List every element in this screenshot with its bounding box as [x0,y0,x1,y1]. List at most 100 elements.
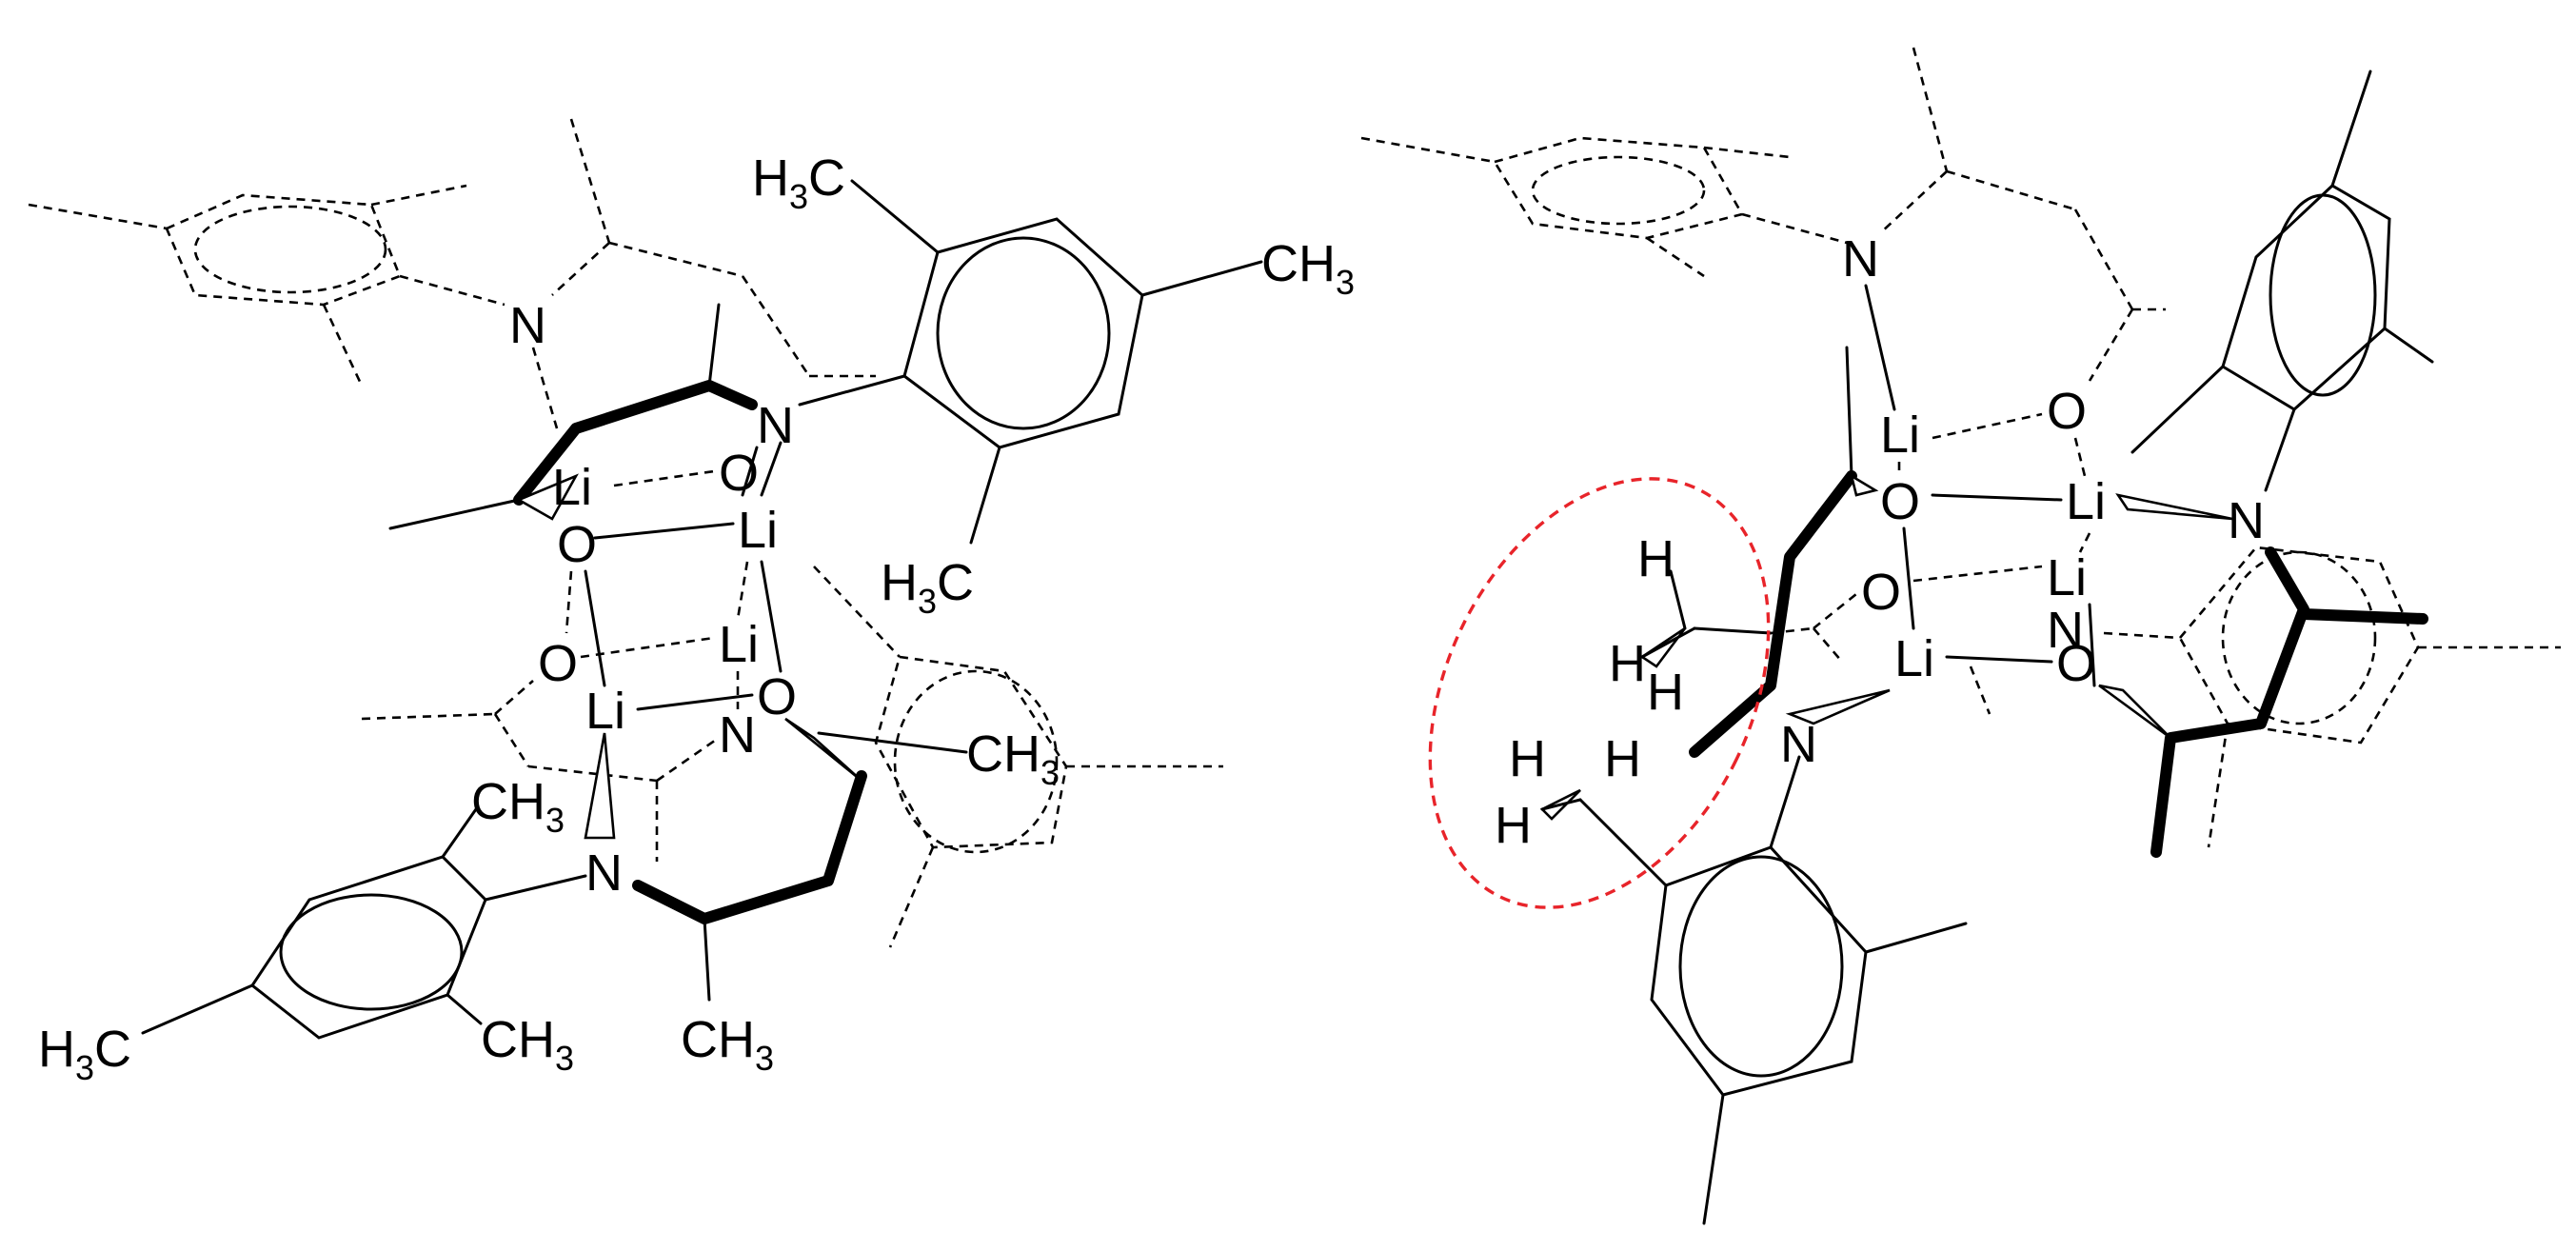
methyl-label: CH3 [471,773,565,840]
atom-o: O [557,516,597,573]
bond [551,242,610,296]
bond [798,374,906,407]
wedge-bond [516,473,579,521]
bond [2078,532,2091,553]
methyl-label: H3C [752,149,845,216]
right-mesityl-top [2130,70,2434,492]
atom-li: Li [1880,407,1920,464]
bond [736,561,749,620]
atom-n: N [2047,602,2084,659]
wedge-bond [2098,684,2171,740]
atom-n: N [719,706,756,764]
bond [2088,308,2134,382]
methyl-label: H3C [881,554,974,621]
atom-li: Li [585,683,625,740]
left-top-dashed-aryl [28,184,505,387]
bond [580,636,715,659]
left-mesityl-bottom [141,807,487,1040]
wedge-bond [1849,473,1879,497]
bond [656,736,720,783]
bond [2088,603,2096,687]
bond [1864,284,1896,411]
bold-bond [2298,608,2428,625]
bond [1931,493,2063,502]
atom-o: O [757,668,797,725]
bond [1912,47,1949,172]
bond [1945,655,2053,664]
bond [608,241,743,278]
bond [1912,565,2043,583]
atom-n: N [1842,230,1879,288]
methyl-label: CH3 [681,1011,774,1078]
atom-n: N [1780,716,1817,773]
bold-backbone [513,380,758,506]
wedge-bond [2115,493,2233,521]
bond [493,713,530,767]
bond [388,498,521,530]
atom-h: H [1647,664,1684,721]
methyl-label: CH3 [1261,235,1355,302]
bond [1693,626,1773,635]
bond [1946,169,2076,211]
right-lower-dashed-aryl [2103,546,2561,848]
atom-h: H [1609,635,1646,692]
right-structure: N Li O O Li N Li O N Li O N [1360,47,2561,1225]
bond [2073,437,2087,477]
atom-n: N [2228,492,2265,549]
atom-li: Li [2047,549,2087,606]
bond [1640,626,1696,659]
bond [1540,798,1582,811]
bond [1879,170,1948,234]
bond [1902,526,1915,630]
left-lower-dashed-aryl [813,566,1223,948]
atom-h: H [1637,530,1674,587]
bond [760,560,783,673]
bond [1669,569,1687,630]
bond [707,303,721,387]
methyl-label: CH3 [481,1011,574,1078]
atom-h: H [1495,797,1532,854]
wedge-bond [784,717,862,783]
atom-o: O [2056,635,2096,692]
wedge-bond [1639,626,1687,668]
atom-o: O [1880,473,1920,530]
bond [636,693,754,711]
atom-o: O [538,635,578,692]
atom-o: O [2047,383,2087,440]
wedge-bond [1785,688,1891,725]
highlight-ellipse [1428,477,1771,909]
bond [584,569,606,687]
bond [484,874,587,902]
bond [1845,346,1853,478]
bond [613,469,715,487]
bond [817,731,968,754]
atom-o: O [719,445,759,502]
bond [593,522,735,540]
bond [1813,627,1843,663]
bond [2073,208,2134,310]
bond [741,446,759,497]
bold-backbone [2150,546,2309,858]
bond [527,764,658,783]
atom-li: Li [2066,473,2106,530]
atom-n: N [509,297,546,354]
bond [361,712,496,721]
atom-h: H [1509,730,1546,787]
right-top-dashed-aryl [1360,136,1848,278]
atom-li: Li [738,502,778,559]
bond [565,570,573,634]
left-structure: N N H3C CH3 H3C Li O O Li Li O Li O N [28,118,1355,1087]
bond [1770,626,1814,635]
methyl-label: H3C [38,1021,131,1087]
bold-backbone [1689,470,1857,758]
bold-backbone [632,770,867,924]
atom-n: N [585,844,623,902]
atom-li: Li [719,616,759,673]
bond [1932,412,2043,440]
bond [531,347,559,429]
atom-li: Li [1894,630,1934,687]
right-mesityl-bottom [1578,798,1968,1225]
bond [494,680,534,715]
